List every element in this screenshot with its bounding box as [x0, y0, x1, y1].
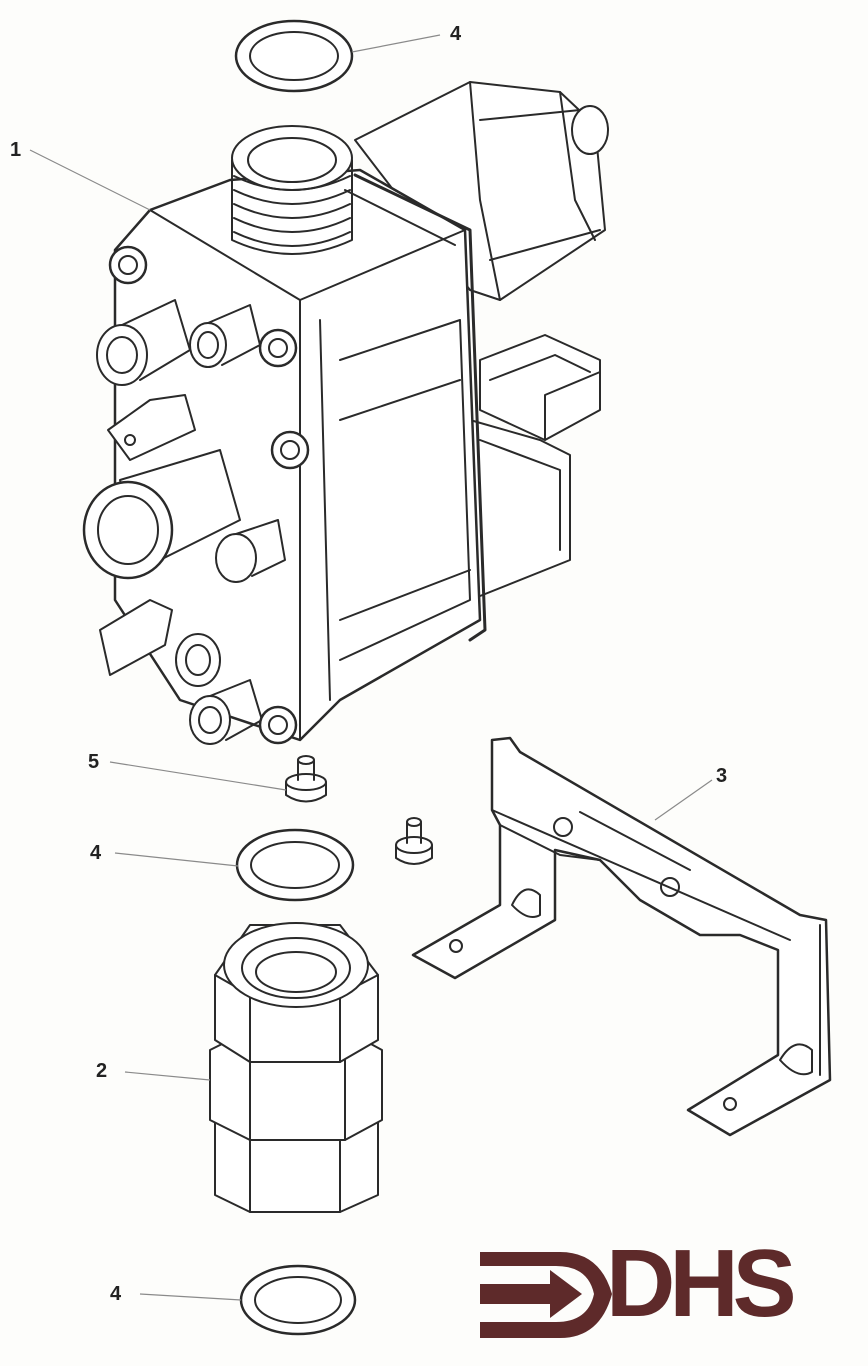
top-washer	[234, 19, 354, 93]
leader-line-4-mid	[114, 852, 239, 867]
callout-4-bottom: 4	[110, 1283, 122, 1305]
leader-line-4-top	[351, 34, 441, 53]
leader-line-4-bottom	[139, 1293, 242, 1301]
callout-3: 3	[716, 765, 728, 787]
mounting-bracket	[411, 736, 832, 1137]
callout-5: 5	[88, 751, 100, 773]
middle-washer	[235, 828, 355, 902]
filter-pin-second	[395, 817, 433, 865]
callout-2: 2	[96, 1060, 108, 1082]
dhs-logo-text: DHS	[606, 1230, 797, 1337]
callout-4-middle: 4	[90, 842, 102, 864]
solenoid-valve-assembly	[82, 81, 609, 745]
leader-line-1	[29, 149, 151, 211]
callout-4-top: 4	[450, 23, 462, 45]
leader-line-5	[109, 761, 287, 791]
callout-1: 1	[10, 139, 22, 161]
bottom-washer	[239, 1264, 357, 1336]
leader-line-3	[654, 779, 713, 821]
dhs-logo-mark	[480, 1252, 612, 1338]
compression-fitting	[209, 922, 383, 1213]
leader-line-2	[124, 1071, 211, 1081]
filter-pin	[285, 755, 327, 803]
